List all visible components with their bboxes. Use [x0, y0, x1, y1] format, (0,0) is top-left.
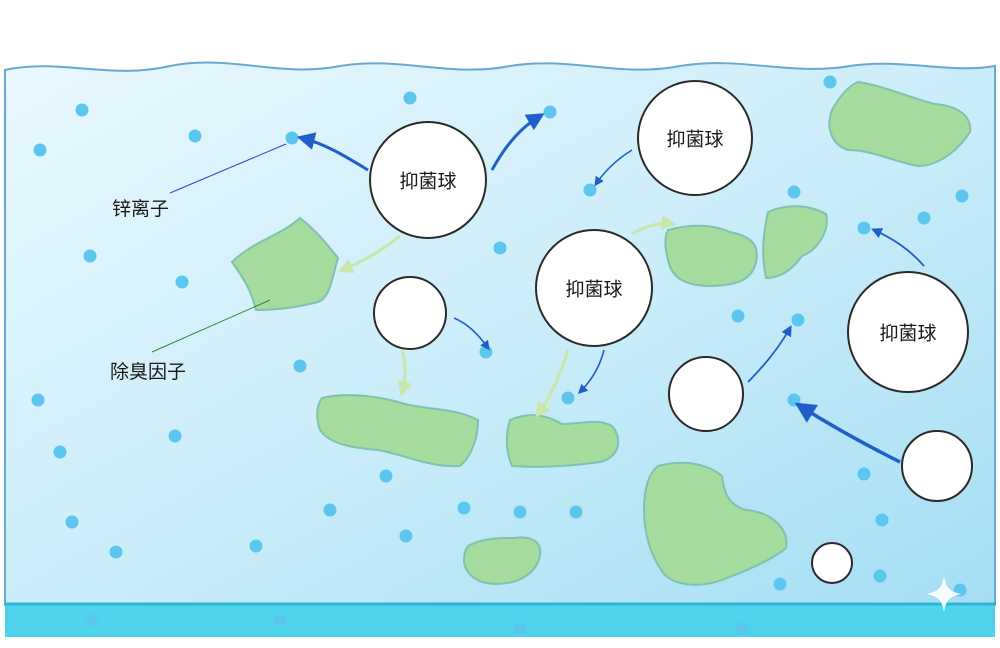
zinc-ion-dot — [273, 613, 287, 627]
zinc-ion-dot — [175, 275, 189, 289]
deodorant-blob — [642, 461, 788, 586]
ball-label: 抑菌球 — [565, 279, 622, 301]
deodorant-blob — [230, 216, 340, 312]
zinc-ion-dot — [857, 221, 871, 235]
deodorant-blob — [664, 224, 758, 288]
green-arrow — [631, 214, 677, 236]
green-arrow — [397, 349, 413, 397]
deodorant-factor-label: 除臭因子 — [110, 361, 186, 383]
zinc-ion-dot — [85, 613, 99, 627]
zinc-ion-callout-line — [169, 143, 287, 194]
blue-arrow — [577, 349, 605, 395]
zinc-ion-dot — [731, 309, 745, 323]
water-body — [4, 61, 996, 606]
zinc-ion-dot — [791, 313, 805, 327]
zinc-ion-dot — [379, 469, 393, 483]
blue-arrow — [296, 132, 369, 172]
zinc-ion-dot — [569, 505, 583, 519]
zinc-ion-dot — [787, 185, 801, 199]
zinc-ion-dot — [873, 569, 887, 583]
zinc-ion-dot — [823, 75, 837, 89]
deodorant-blob — [828, 80, 972, 168]
zinc-ion-dot — [403, 91, 417, 105]
zinc-ion-dot — [735, 621, 749, 635]
zinc-ion-dot — [285, 131, 299, 145]
zinc-ion-dot — [188, 129, 202, 143]
zinc-ion-dot — [293, 359, 307, 373]
zinc-ion-dot — [31, 393, 45, 407]
zinc-ion-dot — [493, 241, 507, 255]
green-arrow — [535, 349, 570, 418]
zinc-ion-dot — [773, 577, 787, 591]
zinc-ion-dot — [168, 429, 182, 443]
zinc-ion-dot — [513, 505, 527, 519]
zinc-ion-dot — [857, 467, 871, 481]
zinc-ion-dot — [583, 183, 597, 197]
deodorant-blobs — [230, 80, 972, 586]
antibacterial-ball: 抑菌球 — [535, 229, 653, 347]
zinc-ion-dot — [65, 515, 79, 529]
zinc-ion-arrows — [296, 113, 925, 464]
zinc-ion-dot — [513, 621, 527, 635]
zinc-ion-dot — [457, 501, 471, 515]
zinc-ion-dot — [323, 503, 337, 517]
zinc-ion-dot — [479, 345, 493, 359]
blue-arrow — [453, 317, 490, 351]
zinc-ion-dot — [875, 513, 889, 527]
blue-arrow — [490, 113, 545, 171]
ball-label: 抑菌球 — [879, 323, 936, 345]
deodorant-blob — [505, 414, 620, 468]
sparkle-icon — [926, 576, 962, 612]
zinc-ion-dots — [31, 75, 969, 635]
antibacterial-ball: 抑菌球 — [369, 121, 487, 239]
zinc-ion-dot — [53, 445, 67, 459]
blue-arrow — [794, 402, 901, 464]
deodorant-blob — [316, 394, 480, 468]
deodorant-arrows — [337, 214, 677, 418]
antibacterial-ball: 抑菌球 — [637, 80, 753, 196]
zinc-ion-label: 锌离子 — [112, 198, 169, 220]
zinc-ion-dot — [955, 189, 969, 203]
green-arrow — [337, 234, 401, 274]
small-ball — [901, 430, 973, 502]
water-floor — [5, 603, 995, 637]
ball-label: 抑菌球 — [399, 171, 456, 193]
blue-arrow — [594, 149, 633, 187]
zinc-ion-dot — [83, 249, 97, 263]
deodorant-blob — [762, 205, 828, 280]
zinc-ion-dot — [75, 103, 89, 117]
zinc-ion-dot — [917, 211, 931, 225]
zinc-ion-dot — [33, 143, 47, 157]
deodorant-blob — [462, 536, 542, 586]
antibacterial-balls: 抑菌球 抑菌球 抑菌球 抑菌球 — [369, 80, 973, 584]
small-ball — [373, 276, 447, 350]
zinc-ion-dot — [399, 529, 413, 543]
zinc-ion-dot — [249, 539, 263, 553]
zinc-ion-dot — [109, 545, 123, 559]
ball-label: 抑菌球 — [666, 129, 723, 151]
deodorant-callout-line — [151, 299, 271, 353]
zinc-ion-dot — [787, 393, 801, 407]
antibacterial-ball: 抑菌球 — [847, 271, 969, 393]
zinc-ion-dot — [543, 105, 557, 119]
small-ball — [811, 542, 853, 584]
zinc-ion-dot — [561, 391, 575, 405]
blue-arrow — [747, 325, 792, 383]
blue-arrow — [871, 228, 925, 267]
small-ball — [668, 356, 744, 432]
